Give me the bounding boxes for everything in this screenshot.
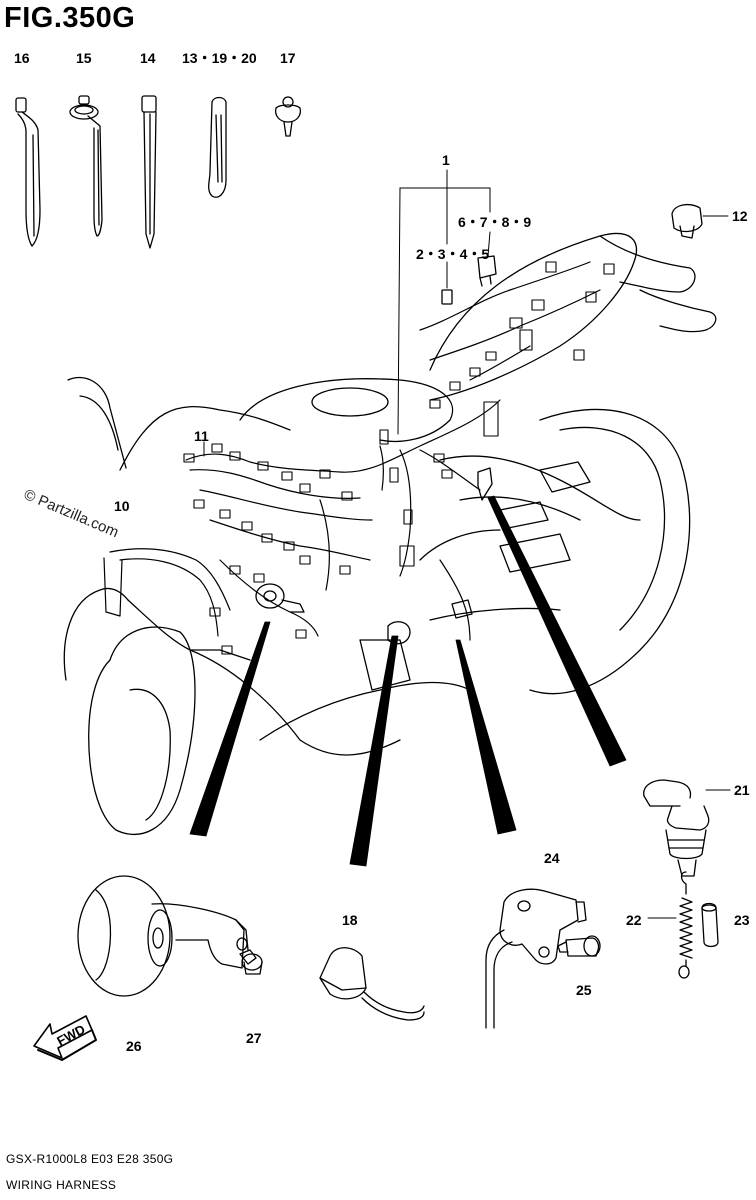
callout-15: 15 bbox=[76, 50, 92, 66]
callout-27: 27 bbox=[246, 1030, 262, 1046]
main-wiring-harness[interactable] bbox=[103, 261, 601, 641]
callout-11: 11 bbox=[194, 428, 209, 444]
figure-title: FIG.350G bbox=[4, 2, 136, 34]
callout-6-7-8-9: 6・7・8・9 bbox=[458, 214, 532, 230]
part-15-clamp[interactable] bbox=[69, 95, 103, 237]
part-23-sleeve[interactable] bbox=[701, 902, 719, 948]
part-17-clip[interactable] bbox=[274, 96, 302, 137]
part-24-switch[interactable] bbox=[485, 888, 587, 1029]
callout-25: 25 bbox=[576, 982, 592, 998]
callout-14: 14 bbox=[140, 50, 156, 66]
callout-18: 18 bbox=[342, 912, 358, 928]
callout-26: 26 bbox=[126, 1038, 142, 1054]
callout-24: 24 bbox=[544, 850, 560, 866]
part-18-cap[interactable] bbox=[319, 947, 425, 1021]
callout-12: 12 bbox=[732, 208, 748, 224]
part-22-spring[interactable] bbox=[647, 871, 693, 979]
pointer-wedges bbox=[189, 495, 627, 867]
motorcycle-outline bbox=[63, 232, 717, 835]
callout-1-bracket bbox=[397, 169, 491, 435]
callout-13-19-20: 13・19・20 bbox=[182, 50, 257, 66]
callout-22: 22 bbox=[626, 912, 642, 928]
part-14-cable-tie[interactable] bbox=[141, 95, 157, 249]
part-27-bolt[interactable] bbox=[239, 949, 263, 975]
footer-model-code: GSX-R1000L8 E03 E28 350G bbox=[6, 1152, 174, 1166]
fuse-part[interactable] bbox=[441, 289, 453, 305]
relay-part[interactable] bbox=[477, 255, 497, 287]
callout-10: 10 bbox=[114, 498, 130, 514]
part-12-grommet[interactable] bbox=[671, 203, 729, 239]
part-26-horn[interactable] bbox=[77, 875, 249, 997]
callout-1: 1 bbox=[442, 152, 450, 168]
horn-mounted bbox=[255, 583, 305, 613]
callout-16: 16 bbox=[14, 50, 30, 66]
part-13-19-20-clamp[interactable] bbox=[208, 96, 227, 198]
harness-connectors bbox=[183, 261, 615, 655]
callout-17: 17 bbox=[280, 50, 296, 66]
footer-caption: WIRING HARNESS bbox=[6, 1178, 117, 1192]
part-21-switch[interactable] bbox=[643, 779, 731, 877]
fwd-label: FWD bbox=[54, 1022, 87, 1049]
part-16-clamp-band[interactable] bbox=[15, 97, 41, 247]
part-25-screw[interactable] bbox=[557, 935, 601, 957]
callout-2-3-4-5: 2・3・4・5 bbox=[416, 246, 490, 262]
callout-23: 23 bbox=[734, 912, 750, 928]
callout-21: 21 bbox=[734, 782, 750, 798]
fwd-arrow-icon bbox=[33, 1015, 97, 1061]
